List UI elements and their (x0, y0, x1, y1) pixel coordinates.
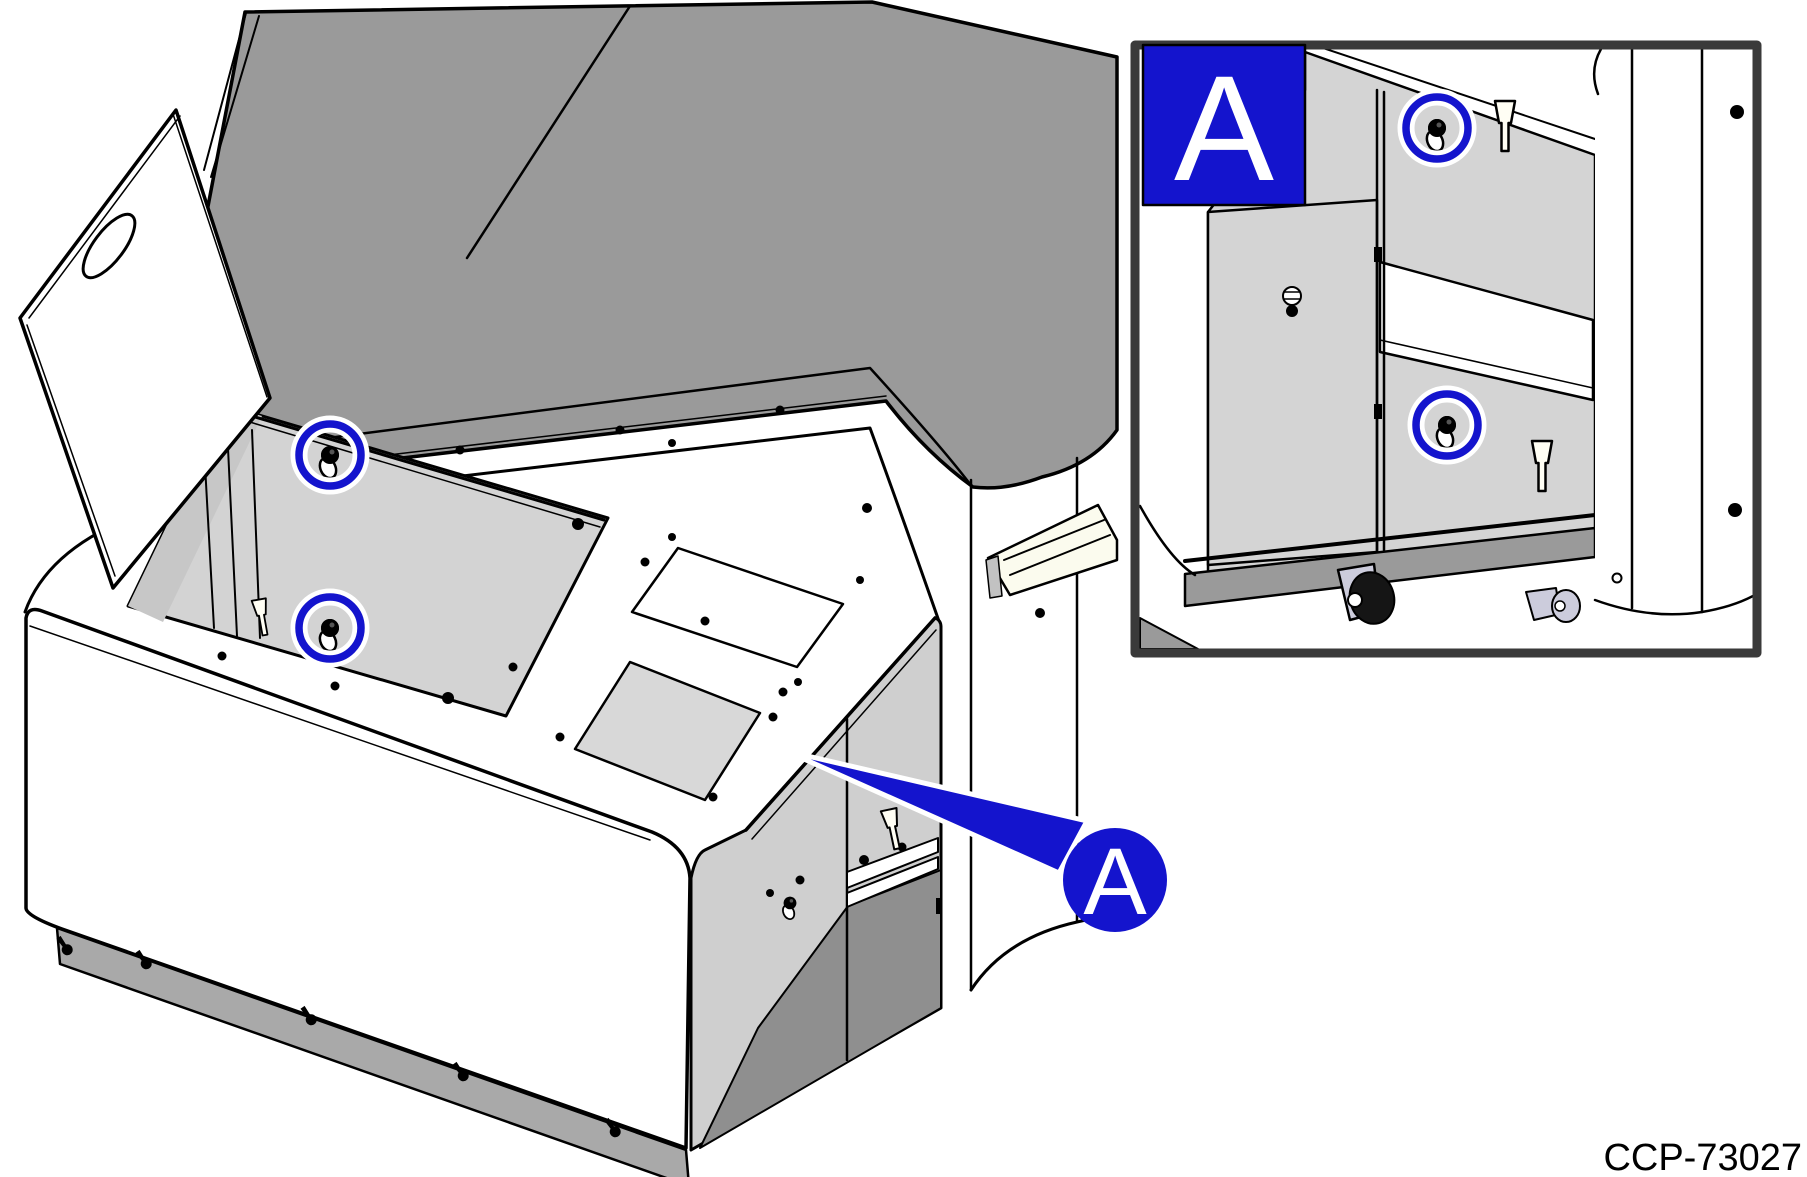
caster-icon (1525, 587, 1581, 623)
caster-icon (1336, 562, 1396, 625)
callout-label: A (1083, 829, 1147, 935)
inset-frame (1130, 40, 1762, 658)
thumbscrew-icon (1282, 286, 1302, 317)
handle-recess (986, 503, 1119, 597)
lid-handle-cutout (81, 212, 137, 280)
part-number: CCP-73027 (1603, 1137, 1802, 1177)
callout-circle (1063, 828, 1167, 932)
recessed-panel-white (630, 546, 845, 669)
inset-label: A (1174, 44, 1274, 212)
floor-rail (846, 837, 939, 889)
inset-shelf (1378, 260, 1595, 402)
front-panel (24, 607, 692, 1150)
recessed-panel-gray (573, 660, 762, 802)
base-strip (54, 926, 690, 1177)
open-lid (18, 108, 272, 590)
cabinet-top-surface (146, 0, 1119, 490)
callout-arrow (783, 748, 1090, 876)
main-cabinet-drawing: A (18, 0, 1167, 1177)
inset-middle-wall (1206, 198, 1379, 567)
floor-rail (846, 856, 939, 908)
deck-edge (138, 426, 943, 629)
interior-cavity (126, 403, 610, 718)
inset-label-box: A (1141, 43, 1307, 212)
deck-screws (217, 503, 872, 802)
inset-detail-view: A (1130, 40, 1762, 658)
callout-a: A (783, 748, 1167, 935)
side-compartment (689, 616, 943, 1152)
